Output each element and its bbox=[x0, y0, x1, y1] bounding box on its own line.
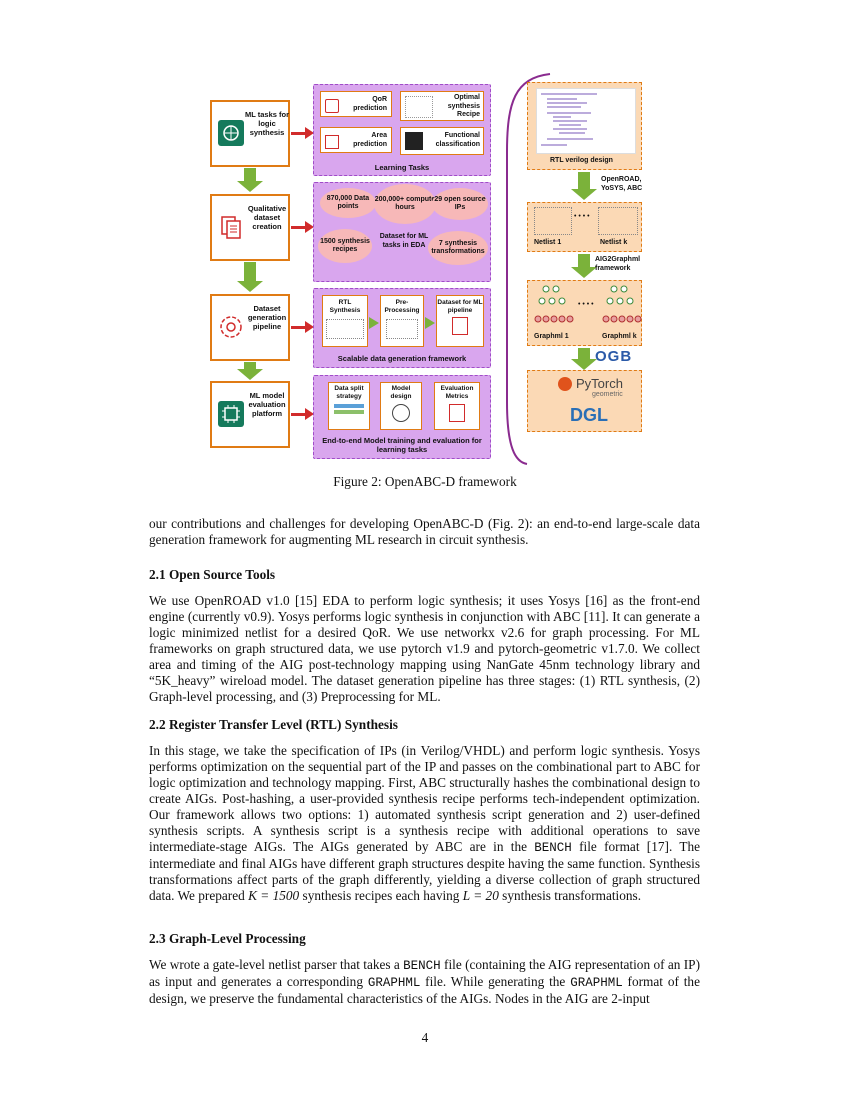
ml-dataset-step: Dataset for ML pipeline bbox=[436, 295, 484, 347]
pytorch-flame-icon bbox=[558, 377, 572, 391]
left-box-ml-evaluation: ML model evaluation platform bbox=[210, 381, 290, 448]
learning-tasks-panel: QoR prediction Optimal synthesis Recipe … bbox=[313, 84, 491, 176]
stat-bubble: 870,000 Data points bbox=[320, 188, 376, 218]
left-box-dataset-pipeline: Dataset generation pipeline bbox=[210, 294, 290, 361]
documents-icon bbox=[218, 214, 244, 240]
right-arrow-icon bbox=[305, 408, 314, 420]
verilog-code-snippet bbox=[536, 88, 636, 154]
down-arrow-icon bbox=[571, 348, 597, 370]
right-arrow-icon bbox=[291, 132, 307, 135]
stat-bubble: 200,000+ compute hours bbox=[374, 184, 436, 224]
section-2-3-body: We wrote a gate-level netlist parser tha… bbox=[149, 957, 700, 1006]
ai-chip-icon bbox=[218, 401, 244, 427]
netlist-icon bbox=[598, 207, 638, 235]
left-box-label: ML model evaluation platform bbox=[248, 391, 286, 418]
down-arrow-icon bbox=[237, 362, 263, 380]
down-arrow-icon bbox=[237, 262, 263, 292]
right-arrow-icon bbox=[305, 127, 314, 139]
area-prediction-card: Area prediction bbox=[320, 127, 392, 153]
geometric-logo: geometric bbox=[592, 391, 623, 398]
split-bar-icon bbox=[334, 410, 364, 414]
pipeline-title: Scalable data generation framework bbox=[337, 354, 467, 363]
section-2-2-body: In this stage, we take the specification… bbox=[149, 743, 700, 903]
evaluation-panel: Data split strategy Model design Evaluat… bbox=[313, 375, 491, 459]
section-2-1-heading: 2.1 Open Source Tools bbox=[149, 567, 276, 582]
down-arrow-icon bbox=[571, 172, 597, 200]
preprocessing-step: Pre-Processing bbox=[380, 295, 424, 347]
dataset-center-label: Dataset for ML tasks in EDA bbox=[379, 233, 429, 249]
scatter-icon bbox=[405, 96, 433, 118]
section-2-3-heading: 2.3 Graph-Level Processing bbox=[149, 931, 306, 946]
graph-tree-icon bbox=[534, 285, 642, 323]
learning-tasks-title: Learning Tasks bbox=[374, 163, 430, 172]
stat-bubble: 29 open source IPs bbox=[432, 188, 488, 220]
netlist-icon bbox=[326, 319, 364, 339]
ogb-logo: OGB bbox=[595, 348, 633, 365]
left-box-label: Dataset generation pipeline bbox=[247, 304, 287, 331]
right-arrow-icon bbox=[369, 317, 379, 329]
model-design-step: Model design bbox=[380, 382, 422, 430]
left-box-label: Qualitative dataset creation bbox=[247, 204, 287, 231]
page-number: 4 bbox=[421, 1030, 429, 1045]
intro-paragraph: our contributions and challenges for dev… bbox=[149, 516, 700, 547]
functional-classification-card: Functional classification bbox=[400, 127, 484, 155]
split-bar-icon bbox=[334, 404, 364, 408]
dgl-logo: DGL bbox=[570, 405, 608, 425]
dataset-stats-panel: 870,000 Data points 200,000+ compute hou… bbox=[313, 182, 491, 282]
stat-bubble: 1500 synthesis recipes bbox=[318, 229, 372, 263]
right-arrow-icon bbox=[305, 221, 314, 233]
rtl-verilog-box: RTL verilog design bbox=[527, 82, 642, 170]
netlist-box: • • • • Netlist 1 Netlist k bbox=[527, 202, 642, 252]
section-2-2-heading: 2.2 Register Transfer Level (RTL) Synthe… bbox=[149, 717, 398, 732]
chip-icon bbox=[405, 132, 423, 150]
evaluation-title: End-to-end Model training and evaluation… bbox=[322, 436, 482, 454]
clipboard-icon bbox=[452, 317, 468, 335]
figure-caption: Figure 2: OpenABC-D framework bbox=[333, 474, 517, 489]
pipeline-panel: RTL Synthesis Pre-Processing Dataset for… bbox=[313, 288, 491, 368]
down-arrow-icon bbox=[571, 254, 597, 278]
right-arrow-icon bbox=[291, 413, 307, 416]
brain-chip-icon bbox=[218, 120, 244, 146]
brain-icon bbox=[392, 404, 410, 422]
stat-bubble: 7 synthesis transformations bbox=[428, 231, 488, 265]
left-box-dataset-creation: Qualitative dataset creation bbox=[210, 194, 290, 261]
framework-figure: ML tasks for logic synthesis Qualitative… bbox=[205, 72, 645, 467]
tools-label: OpenROAD, YoSYS, ABC bbox=[601, 176, 643, 192]
checklist-icon bbox=[449, 404, 465, 422]
left-box-label: ML tasks for logic synthesis bbox=[244, 110, 290, 137]
right-arrow-icon bbox=[305, 321, 314, 333]
right-arrow-icon bbox=[291, 326, 307, 329]
data-split-step: Data split strategy bbox=[328, 382, 370, 430]
graph-icon bbox=[386, 319, 418, 339]
evaluation-metrics-step: Evaluation Metrics bbox=[434, 382, 480, 430]
down-arrow-icon bbox=[237, 168, 263, 192]
gear-cycle-icon bbox=[218, 314, 244, 340]
left-box-ml-tasks: ML tasks for logic synthesis bbox=[210, 100, 290, 167]
right-arrow-icon bbox=[291, 226, 307, 229]
pytorch-logo: PyTorch bbox=[576, 376, 623, 391]
optimal-recipe-card: Optimal synthesis Recipe bbox=[400, 91, 484, 121]
rtl-synthesis-step: RTL Synthesis bbox=[322, 295, 368, 347]
converter-label: AIG2Graphml framework bbox=[595, 256, 641, 272]
qor-prediction-card: QoR prediction bbox=[320, 91, 392, 117]
netlist-icon bbox=[534, 207, 572, 235]
right-arrow-icon bbox=[425, 317, 435, 329]
section-2-1-body: We use OpenROAD v1.0 [15] EDA to perform… bbox=[149, 593, 700, 704]
chart-icon bbox=[325, 99, 339, 113]
frameworks-box: PyTorch geometric DGL bbox=[527, 370, 642, 432]
figure-connectors bbox=[506, 73, 551, 465]
area-icon bbox=[325, 135, 339, 149]
graphml-box: • • • • Graphml 1 Graphml k bbox=[527, 280, 642, 346]
